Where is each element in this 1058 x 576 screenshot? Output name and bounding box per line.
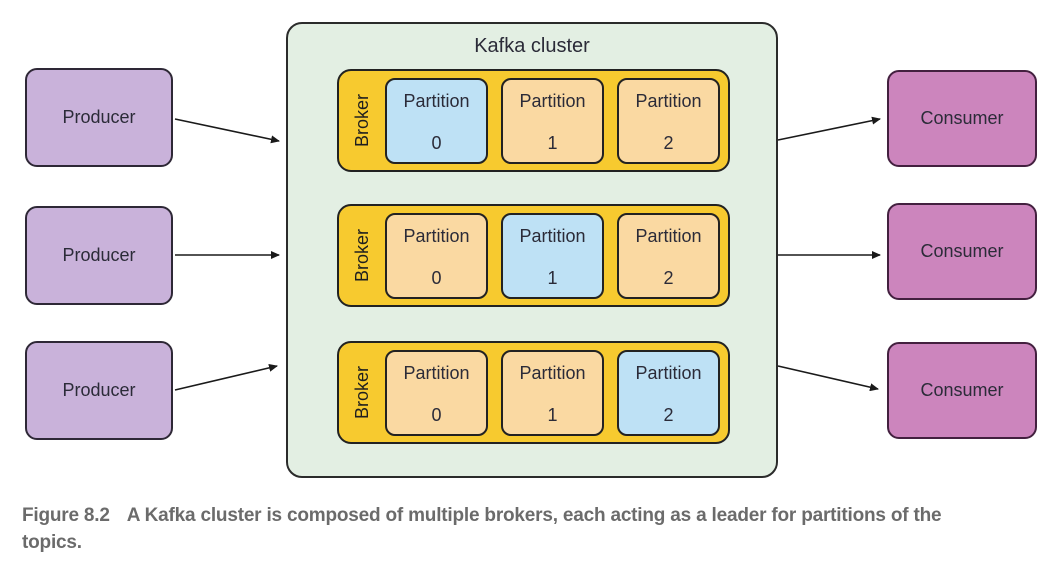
partition-name: Partition: [635, 362, 702, 383]
partition-name: Partition: [403, 90, 470, 111]
producer-label: Producer: [62, 107, 136, 127]
figure-caption-text: A Kafka cluster is composed of multiple …: [22, 505, 942, 553]
broker-label: Broker: [351, 365, 372, 420]
broker-label-column: Broker: [339, 71, 385, 170]
partition-name: Partition: [635, 90, 702, 111]
partition-number: 1: [547, 267, 558, 288]
broker-box-1: Broker Partition 0 Partition 1 Partition…: [337, 69, 730, 172]
cluster-to-consumer3-arrow: [777, 365, 879, 392]
partition-row: Partition 0 Partition 1 Partition 2: [385, 343, 732, 442]
consumer-box-1: Consumer: [887, 70, 1037, 167]
partition-number: 2: [663, 132, 674, 153]
partition-row: Partition 0 Partition 1 Partition 2: [385, 206, 732, 305]
partition-box-2: Partition 2: [617, 212, 720, 299]
consumer-label: Consumer: [920, 241, 1004, 261]
producer-label: Producer: [62, 380, 136, 400]
broker-label-column: Broker: [339, 206, 385, 305]
consumer-box-3: Consumer: [887, 342, 1037, 439]
partition-box-0: Partition 0: [385, 349, 488, 436]
partition-box-2: Partition 2: [617, 349, 720, 436]
partition-box-0: Partition 0: [385, 212, 488, 299]
figure-number: Figure 8.2: [22, 505, 110, 526]
partition-number: 1: [547, 132, 558, 153]
producer1-to-cluster-arrow: [174, 118, 280, 144]
kafka-cluster-box: Kafka cluster Broker Partition 0 Partiti…: [286, 22, 778, 478]
partition-name: Partition: [519, 362, 586, 383]
consumer-label: Consumer: [920, 108, 1004, 128]
partition-box-1: Partition 1: [501, 77, 604, 164]
partition-name: Partition: [403, 225, 470, 246]
partition-box-2: Partition 2: [617, 77, 720, 164]
partition-name: Partition: [403, 362, 470, 383]
partition-name: Partition: [635, 225, 702, 246]
broker-label: Broker: [351, 228, 372, 283]
partition-row: Partition 0 Partition 1 Partition 2: [385, 71, 732, 170]
partition-box-1: Partition 1: [501, 349, 604, 436]
consumer-box-2: Consumer: [887, 203, 1037, 300]
broker-label-column: Broker: [339, 343, 385, 442]
partition-box-1: Partition 1: [501, 212, 604, 299]
partition-number: 1: [547, 404, 558, 425]
producer-box-1: Producer: [25, 68, 173, 167]
partition-number: 0: [431, 404, 442, 425]
partition-number: 0: [431, 132, 442, 153]
consumer-label: Consumer: [920, 380, 1004, 400]
producer-label: Producer: [62, 245, 136, 265]
producer3-to-cluster-arrow: [174, 363, 278, 391]
partition-name: Partition: [519, 90, 586, 111]
partition-number: 2: [663, 404, 674, 425]
producer-box-2: Producer: [25, 206, 173, 305]
partition-number: 0: [431, 267, 442, 288]
cluster-title: Kafka cluster: [474, 35, 590, 57]
partition-name: Partition: [519, 225, 586, 246]
partition-box-0: Partition 0: [385, 77, 488, 164]
broker-box-3: Broker Partition 0 Partition 1 Partition…: [337, 341, 730, 444]
broker-label: Broker: [351, 93, 372, 148]
partition-number: 2: [663, 267, 674, 288]
broker-box-2: Broker Partition 0 Partition 1 Partition…: [337, 204, 730, 307]
cluster-to-consumer1-arrow: [777, 116, 881, 141]
producer-box-3: Producer: [25, 341, 173, 440]
